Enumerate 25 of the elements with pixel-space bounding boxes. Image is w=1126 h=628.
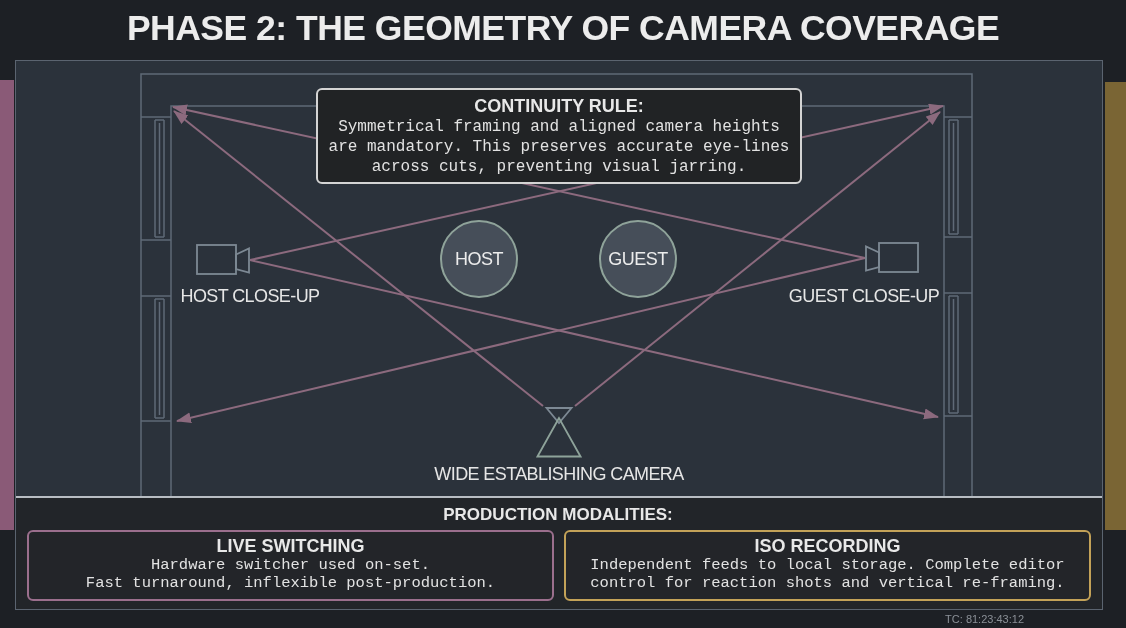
card-heading: LIVE SWITCHING bbox=[216, 536, 365, 556]
sight-line-arrow bbox=[173, 110, 544, 407]
camera-label: GUEST CLOSE-UP bbox=[788, 286, 940, 307]
sight-line-arrow bbox=[574, 111, 941, 407]
info-card bbox=[27, 530, 554, 601]
camera-label: HOST CLOSE-UP bbox=[180, 286, 320, 307]
callout-panel bbox=[316, 88, 802, 184]
timecode-text: TC: 81:23:43:12 bbox=[945, 613, 1024, 626]
card-text: Hardware switcher used on-set. bbox=[150, 556, 430, 574]
info-card bbox=[564, 530, 1091, 601]
card-text: Symmetrical framing and aligned camera heights are mandatory. This preserves accurate eye-lines across cuts, preventing visual jarring. bbox=[327, 117, 791, 177]
triangle-camera-icon bbox=[536, 406, 582, 458]
section-heading: PRODUCTION MODALITIES: bbox=[443, 505, 673, 525]
card-text: Fast turnaround, inflexible post-production. bbox=[85, 574, 496, 592]
card-text: Independent feeds to local storage. Complete editor control for reaction shots and vertical re-framing. bbox=[589, 556, 1066, 592]
card-heading: ISO RECORDING bbox=[754, 536, 901, 556]
video-camera-icon bbox=[196, 244, 250, 276]
sight-line-arrow bbox=[176, 257, 866, 424]
card-heading: CONTINUITY RULE: bbox=[474, 95, 644, 117]
page-title: PHASE 2: THE GEOMETRY OF CAMERA COVERAGE bbox=[126, 7, 1000, 50]
video-camera-icon bbox=[865, 242, 919, 274]
position-label: HOST bbox=[455, 248, 503, 270]
camera-label: WIDE ESTABLISHING CAMERA bbox=[434, 464, 684, 485]
sight-line-arrow bbox=[249, 259, 939, 420]
position-label: GUEST bbox=[608, 248, 668, 270]
